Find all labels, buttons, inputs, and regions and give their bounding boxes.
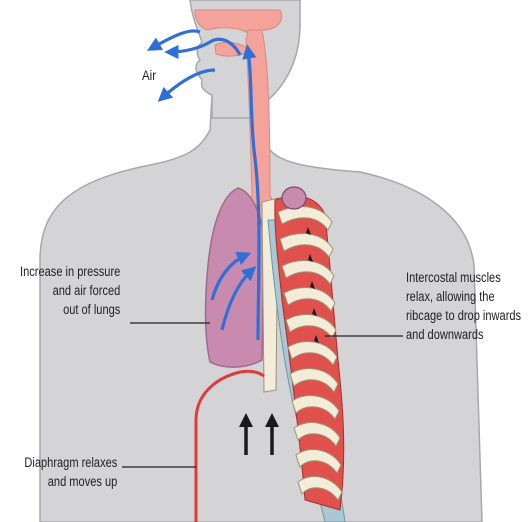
pressure-label-line: and air forced (20, 281, 120, 300)
intercostal-label-line: ribcage to drop inwards (406, 306, 521, 325)
diaphragm-label-line: Diaphragm relaxes (24, 453, 117, 472)
clavicle-head (282, 187, 306, 209)
intercostal-label: Intercostal muscles relax, allowing the … (406, 268, 521, 344)
diaphragm-label: Diaphragm relaxes and moves up (24, 453, 117, 491)
pressure-label-line: out of lungs (20, 300, 120, 319)
intercostal-label-line: and downwards (406, 325, 521, 344)
air-label: Air (142, 66, 156, 85)
intercostal-label-line: relax, allowing the (406, 287, 521, 306)
pressure-label-line: Increase in pressure (20, 262, 120, 281)
air-arrow (152, 31, 200, 48)
intercostal-label-line: Intercostal muscles (406, 268, 521, 287)
pressure-label: Increase in pressure and air forced out … (20, 262, 120, 319)
diaphragm-label-line: and moves up (24, 472, 117, 491)
nasal-cavity (195, 10, 282, 32)
